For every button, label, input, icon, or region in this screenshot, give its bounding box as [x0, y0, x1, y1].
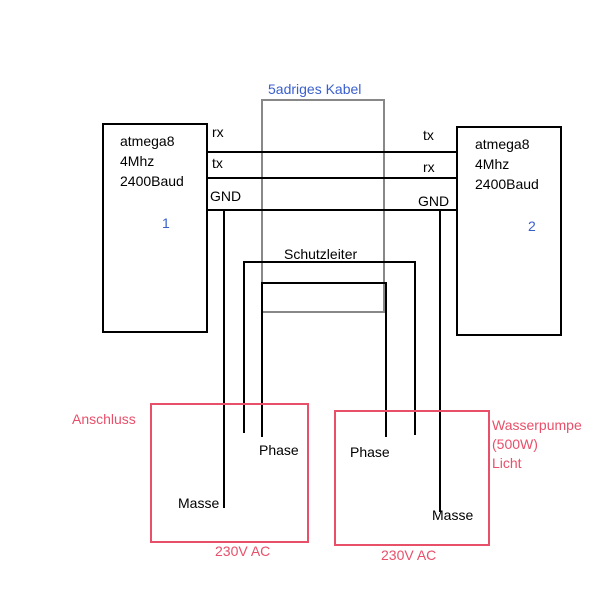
outlet-right-box	[334, 410, 490, 546]
outlet-left-side-label: Anschluss	[72, 411, 136, 427]
mcu-2-box	[456, 126, 562, 336]
mcu-1-number: 1	[162, 215, 170, 231]
mcu-1-line3: 2400Baud	[120, 173, 184, 189]
outlet-left-phase: Phase	[259, 442, 299, 458]
right-gnd-label: GND	[418, 193, 449, 209]
cable-outline	[261, 99, 385, 313]
outlet-left-ground: Masse	[178, 495, 219, 511]
outlet-left-voltage: 230V AC	[215, 543, 270, 559]
mcu-2-line2: 4Mhz	[475, 156, 509, 172]
left-gnd-label: GND	[210, 188, 241, 204]
right-tx-label: tx	[423, 127, 434, 143]
outlet-right-voltage: 230V AC	[381, 547, 436, 563]
outlet-right-side-label-1: Wasserpumpe	[492, 417, 582, 433]
mcu-1-line1: atmega8	[120, 133, 175, 149]
outlet-left-box	[150, 403, 309, 543]
phase-wire	[261, 282, 387, 437]
outlet-right-side-label-2: (500W)	[492, 436, 538, 452]
mcu-1-line2: 4Mhz	[120, 153, 154, 169]
mcu-2-number: 2	[528, 218, 536, 234]
outlet-right-ground: Masse	[432, 507, 473, 523]
cable-title: 5adriges Kabel	[268, 81, 361, 97]
outlet-right-phase: Phase	[350, 444, 390, 460]
mcu-2-line1: atmega8	[475, 136, 530, 152]
left-tx-label: tx	[212, 155, 223, 171]
mcu-2-line3: 2400Baud	[475, 176, 539, 192]
right-rx-label: rx	[423, 159, 435, 175]
protective-earth-label: Schutzleiter	[284, 246, 357, 262]
outlet-right-side-label-3: Licht	[492, 455, 522, 471]
mcu-1-box	[102, 123, 208, 333]
left-rx-label: rx	[212, 124, 224, 140]
protective-earth-wire	[243, 261, 416, 435]
